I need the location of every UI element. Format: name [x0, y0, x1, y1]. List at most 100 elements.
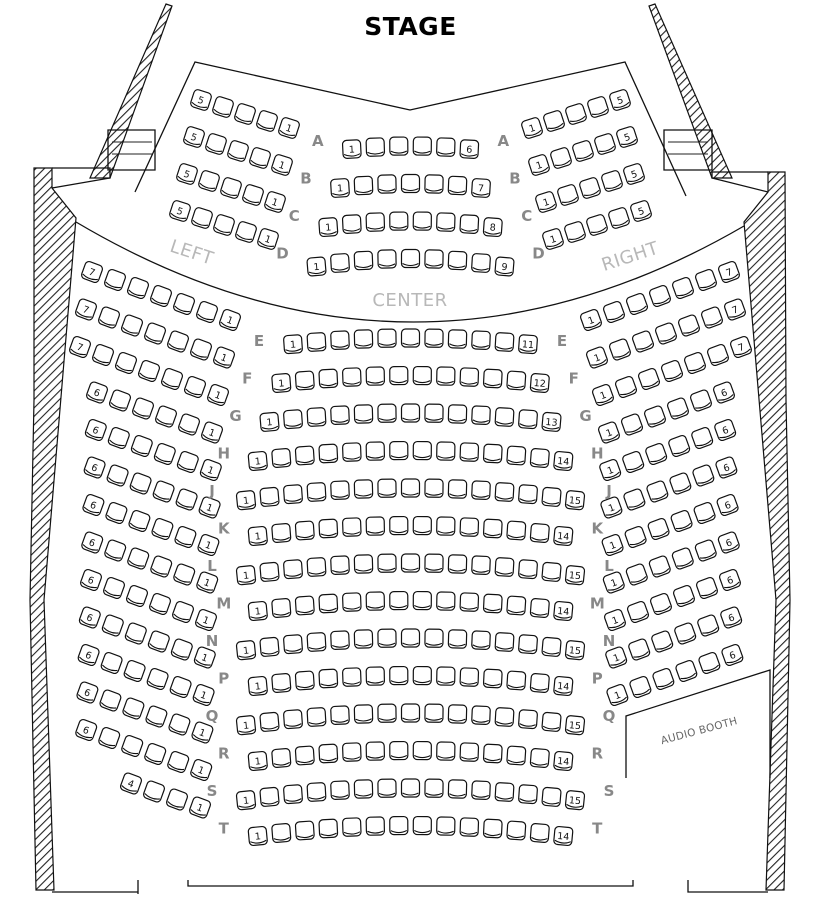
seat-L-left-4[interactable]: [128, 509, 151, 533]
seat-F-center-5[interactable]: [365, 366, 386, 386]
seat-A-left-2[interactable]: [256, 110, 279, 133]
seat-Q-right-5[interactable]: [698, 651, 721, 675]
seat-J-center-10[interactable]: [447, 479, 468, 499]
seat-B-right-4[interactable]: [594, 133, 617, 156]
seat-L-left-2[interactable]: [174, 525, 197, 549]
seat-M-center-3[interactable]: [294, 595, 315, 616]
seat-E-center-2[interactable]: [306, 332, 327, 352]
seat-S-center-8[interactable]: [400, 778, 421, 798]
seat-J-center-5[interactable]: [330, 480, 350, 501]
seat-F-right-2[interactable]: [608, 338, 632, 361]
seat-J-left-2[interactable]: [176, 450, 199, 474]
seat-K-left-5[interactable]: [106, 464, 129, 487]
seat-L-right-2[interactable]: [624, 525, 647, 549]
seat-E-left-1[interactable]: 1: [218, 308, 242, 332]
seat-N-center-1[interactable]: 1: [235, 640, 257, 661]
seat-S-center-6[interactable]: [353, 779, 374, 799]
seat-P-right-4[interactable]: [674, 622, 697, 645]
seat-A-right-4[interactable]: [587, 96, 610, 119]
seat-J-right-3[interactable]: [645, 442, 668, 466]
seat-C-right-4[interactable]: [601, 170, 624, 193]
seat-J-center-1[interactable]: 1: [235, 490, 257, 511]
seat-K-left-1[interactable]: 1: [198, 496, 221, 519]
seat-Q-center-5[interactable]: [330, 705, 350, 726]
seat-C-center-7[interactable]: [459, 214, 480, 234]
seat-K-left-6[interactable]: 6: [83, 456, 106, 479]
seat-S-center-3[interactable]: [283, 784, 303, 805]
seat-K-center-14[interactable]: 14: [553, 525, 574, 547]
seat-H-right-1[interactable]: 1: [597, 421, 621, 444]
seat-Q-right-1[interactable]: 1: [606, 683, 629, 707]
seat-G-center-6[interactable]: [377, 403, 397, 423]
seat-L-center-15[interactable]: 15: [564, 565, 586, 586]
seat-R-left-2[interactable]: [168, 713, 191, 736]
seat-F-right-7[interactable]: 7: [723, 298, 747, 321]
seat-N-center-8[interactable]: [400, 628, 421, 648]
seat-L-right-5[interactable]: [693, 501, 716, 525]
seat-K-left-4[interactable]: [129, 472, 152, 495]
seat-A-right-3[interactable]: [565, 103, 588, 126]
seat-M-center-7[interactable]: [389, 590, 409, 611]
seat-E-left-2[interactable]: [195, 300, 219, 324]
seat-P-center-2[interactable]: [271, 673, 292, 693]
seat-K-center-4[interactable]: [318, 518, 339, 539]
seat-S-left-6[interactable]: 6: [75, 718, 98, 742]
seat-P-center-9[interactable]: [436, 666, 456, 686]
seat-J-center-7[interactable]: [377, 478, 397, 498]
seat-H-left-4[interactable]: [131, 397, 155, 420]
seat-S-center-14[interactable]: [541, 786, 562, 807]
seat-H-center-3[interactable]: [294, 445, 315, 466]
seat-E-center-7[interactable]: [424, 328, 444, 348]
seat-C-center-1[interactable]: 1: [318, 217, 339, 238]
seat-G-right-2[interactable]: [614, 375, 638, 399]
seat-S-center-9[interactable]: [424, 778, 444, 798]
seat-N-center-3[interactable]: [283, 634, 303, 655]
seat-M-center-8[interactable]: [412, 590, 432, 611]
seat-N-right-5[interactable]: [695, 576, 719, 600]
seat-K-center-5[interactable]: [342, 517, 362, 537]
seat-R-center-10[interactable]: [459, 742, 480, 762]
seat-J-left-3[interactable]: [153, 442, 176, 466]
seat-G-right-1[interactable]: 1: [591, 383, 615, 407]
seat-Q-center-1[interactable]: 1: [235, 715, 257, 736]
seat-G-center-5[interactable]: [353, 404, 374, 424]
seat-R-left-4[interactable]: [122, 697, 145, 720]
seat-F-center-3[interactable]: [318, 368, 339, 389]
seat-M-center-6[interactable]: [365, 591, 386, 611]
seat-B-center-5[interactable]: [424, 174, 444, 194]
seat-L-right-3[interactable]: [647, 517, 670, 541]
seat-Q-left-1[interactable]: 1: [192, 683, 215, 707]
seat-K-center-7[interactable]: [389, 515, 409, 536]
seat-J-right-6[interactable]: 6: [714, 418, 737, 442]
seat-P-left-6[interactable]: 6: [78, 606, 101, 629]
seat-H-center-10[interactable]: [459, 442, 480, 462]
seat-E-right-5[interactable]: [671, 276, 695, 300]
seat-E-center-1[interactable]: 1: [283, 334, 303, 355]
seat-T-center-12[interactable]: [506, 820, 527, 841]
seat-Q-center-8[interactable]: [400, 703, 421, 723]
seat-G-left-1[interactable]: 1: [206, 383, 230, 407]
seat-P-right-5[interactable]: [697, 614, 720, 637]
seat-F-center-6[interactable]: [389, 365, 409, 386]
seat-F-center-7[interactable]: [412, 365, 432, 386]
seat-J-right-2[interactable]: [622, 450, 645, 474]
seat-N-center-9[interactable]: [424, 628, 444, 648]
seat-K-center-9[interactable]: [436, 516, 456, 536]
seat-M-left-1[interactable]: 1: [196, 571, 219, 594]
seat-Q-left-6[interactable]: 6: [77, 643, 100, 667]
seat-L-center-11[interactable]: [471, 555, 491, 576]
seat-S-left-3[interactable]: [144, 742, 167, 766]
seat-H-right-3[interactable]: [643, 405, 667, 428]
seat-C-center-8[interactable]: 8: [482, 217, 503, 238]
seat-M-center-9[interactable]: [436, 591, 456, 611]
seat-A-left-1[interactable]: 1: [278, 117, 301, 140]
seat-D-center-1[interactable]: 1: [306, 256, 327, 277]
seat-K-left-3[interactable]: [152, 480, 175, 503]
seat-Q-center-10[interactable]: [447, 704, 468, 724]
seat-T-left-4[interactable]: 4: [119, 772, 143, 795]
seat-D-center-4[interactable]: [377, 249, 397, 269]
seat-P-left-2[interactable]: [170, 638, 193, 661]
seat-G-left-7[interactable]: 7: [68, 335, 92, 359]
seat-E-center-6[interactable]: [400, 328, 421, 348]
seat-R-center-12[interactable]: [506, 745, 527, 766]
